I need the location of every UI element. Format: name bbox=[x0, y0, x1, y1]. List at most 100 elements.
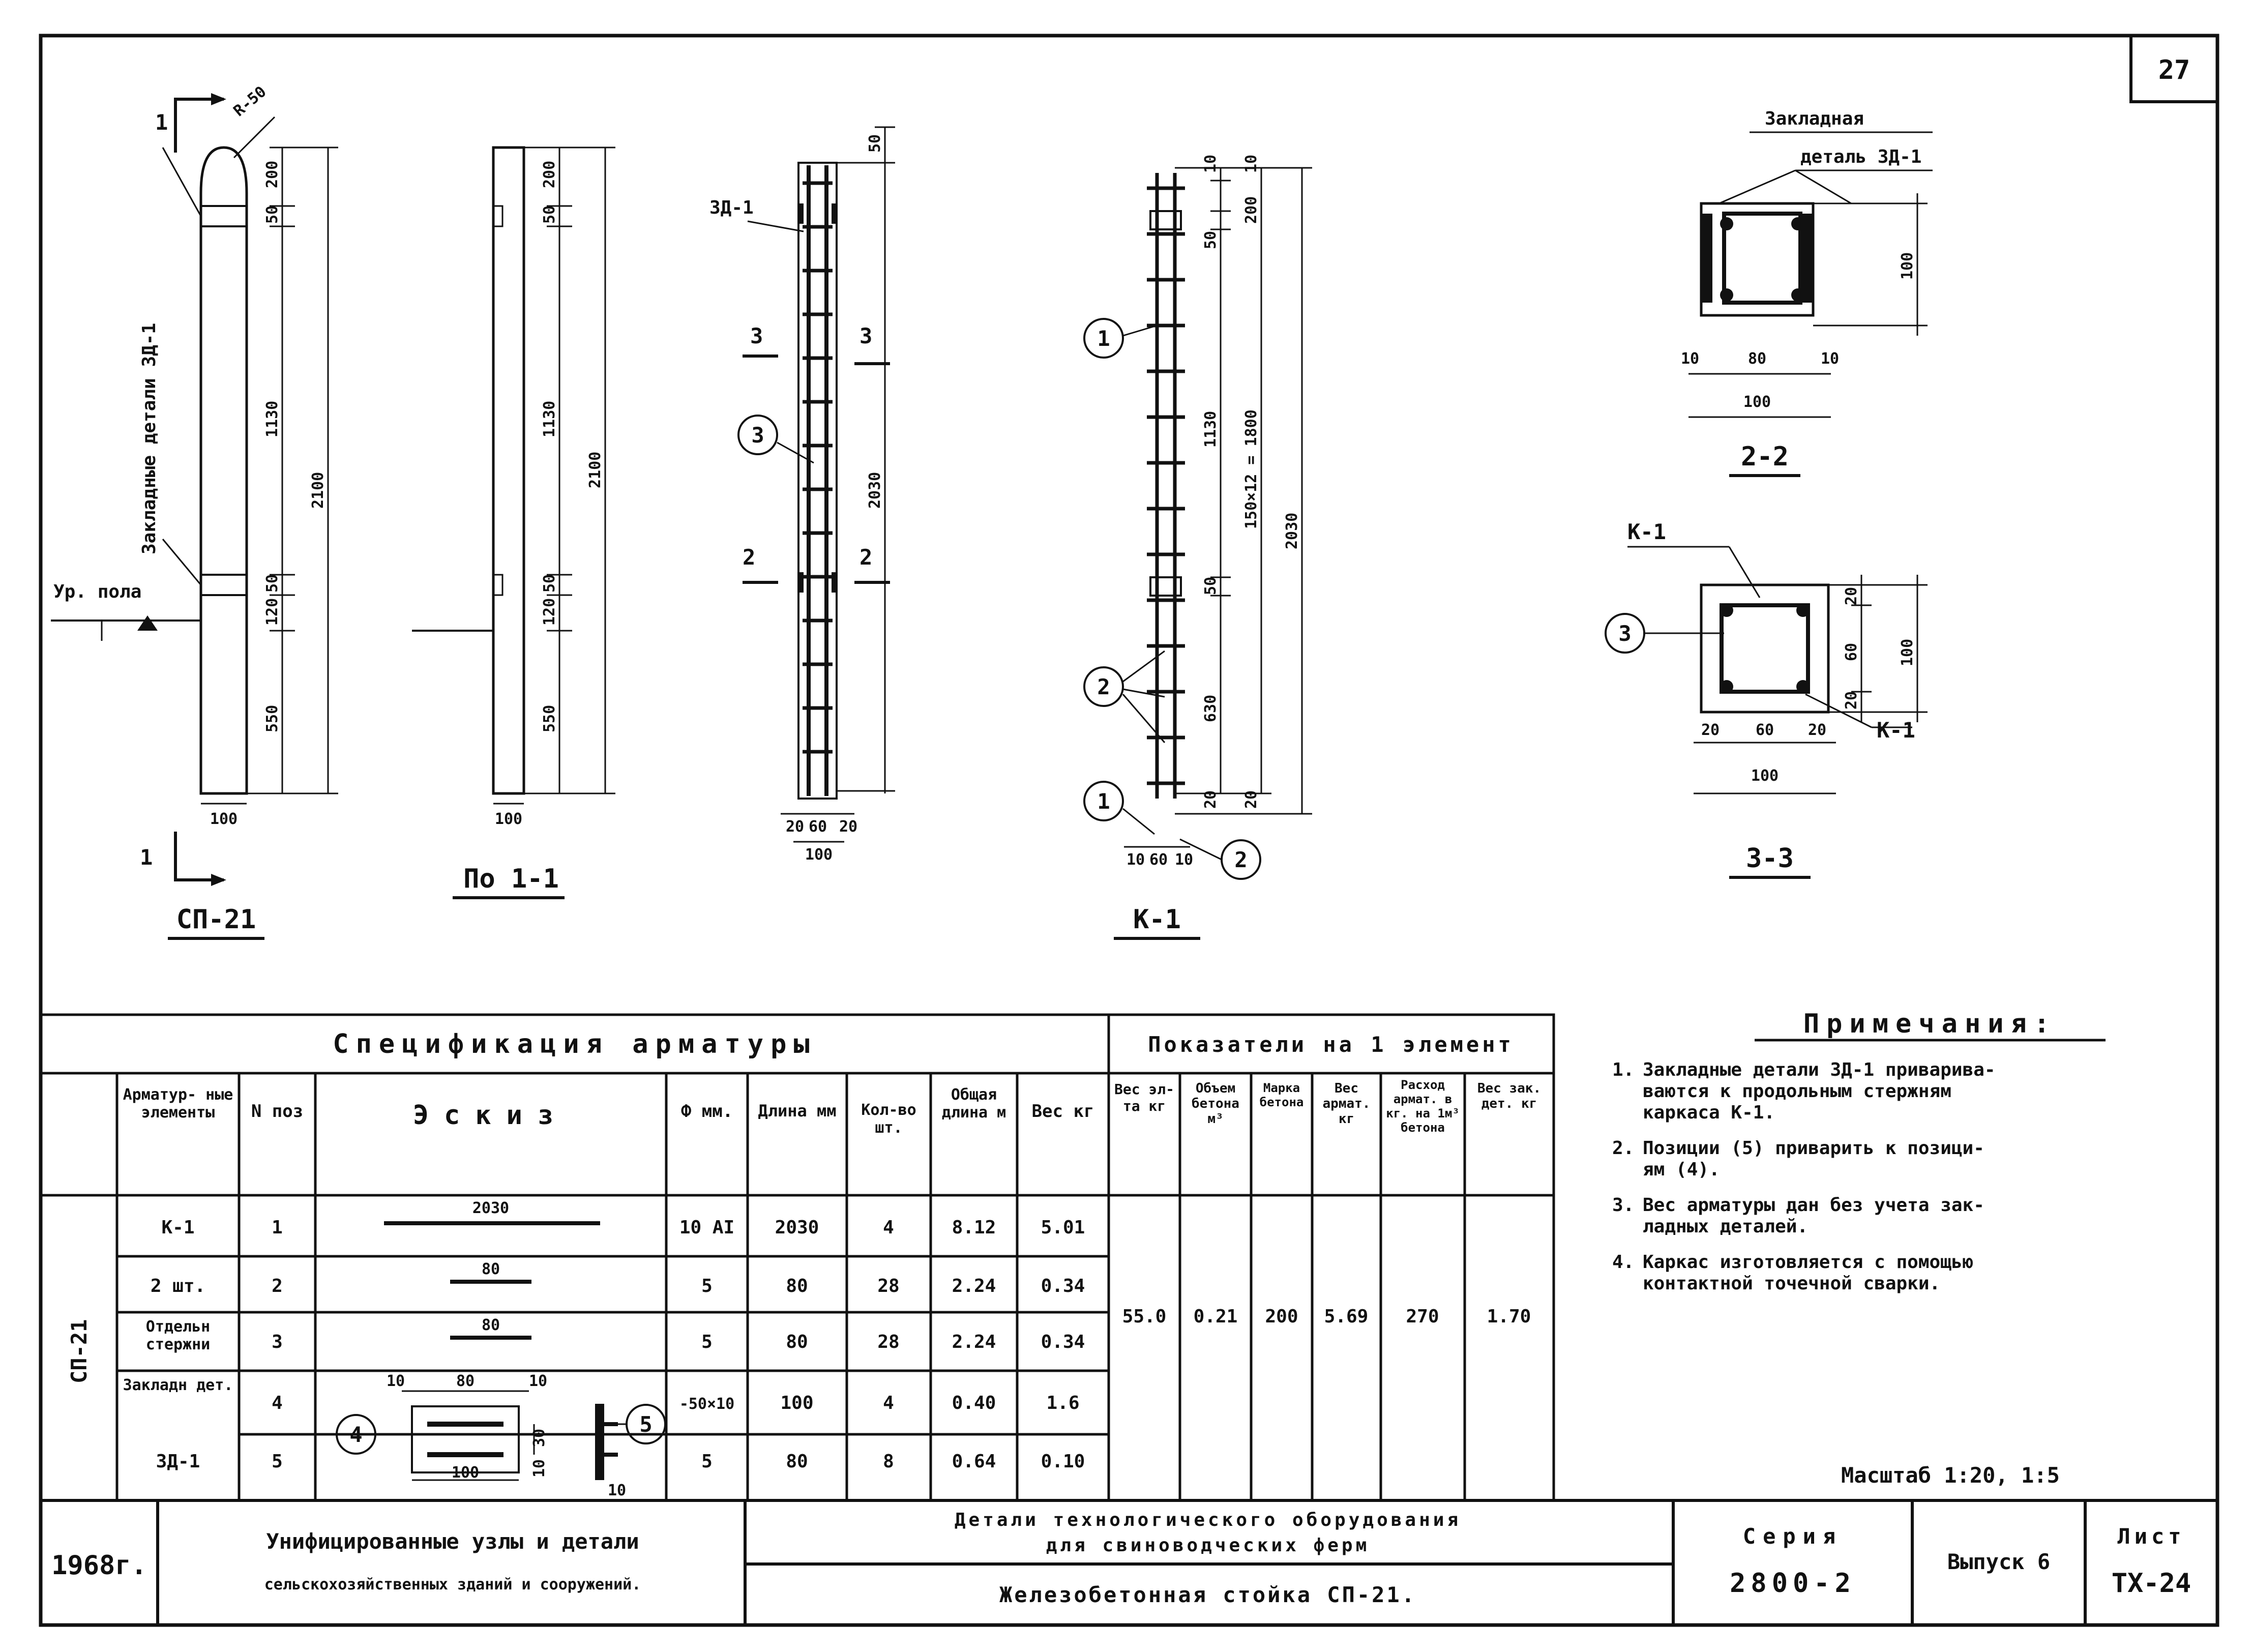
row-weight: 5.01 bbox=[1041, 1217, 1085, 1238]
row-weight: 0.10 bbox=[1041, 1451, 1085, 1472]
series-label: Серия bbox=[1743, 1524, 1843, 1549]
dim-top: 50 bbox=[866, 134, 884, 153]
k1-label: К-1 bbox=[1627, 519, 1666, 544]
dim-c10a: 10 bbox=[1202, 155, 1220, 173]
title-block bbox=[41, 1499, 2217, 1625]
section-mark-top: 1 bbox=[155, 110, 168, 135]
note-line: Закладные детали ЗД-1 приварива- bbox=[1643, 1059, 1996, 1080]
indicator-el-weight: 55.0 bbox=[1122, 1306, 1167, 1327]
dim-b20: 20 bbox=[1843, 691, 1860, 710]
row-count: 4 bbox=[883, 1217, 894, 1238]
sheet-border bbox=[39, 34, 2219, 1627]
dim-h100: 100 bbox=[1899, 639, 1916, 666]
notes-title: Примечания: bbox=[1803, 1009, 2057, 1039]
indicator-embed-weight: 1.70 bbox=[1487, 1306, 1531, 1327]
table-row: ЗД-1 5 5 80 8 0.64 0.10 bbox=[156, 1451, 1085, 1472]
callout-5-label: 5 bbox=[639, 1412, 652, 1437]
dim-1130: 1130 bbox=[541, 401, 558, 437]
indicators-title: Показатели на 1 элемент bbox=[1148, 1032, 1514, 1057]
stirrup bbox=[1722, 212, 1802, 305]
view-cage-k1: 1 2 1 2 10 10 200 50 1130 50 630 150×12 … bbox=[1083, 155, 1312, 940]
note-number: 2. bbox=[1612, 1138, 1634, 1159]
embed-detail-sketch: 10 80 10 30 10 100 10 4 5 bbox=[336, 1372, 666, 1499]
scale-label: Масштаб 1:20, 1:5 bbox=[1841, 1463, 2060, 1488]
header-length: Длина мм bbox=[758, 1101, 837, 1120]
dim-b20b: 20 bbox=[1242, 790, 1260, 809]
note-line: Позиции (5) приварить к позици- bbox=[1643, 1138, 1984, 1159]
subject-line-2: для свиноводческих ферм bbox=[1046, 1535, 1370, 1556]
dim-l10: 10 bbox=[1681, 350, 1699, 368]
row-weight: 0.34 bbox=[1041, 1332, 1085, 1352]
header-rebar-weight: Вес армат. кг bbox=[1322, 1081, 1371, 1127]
dim-r10: 10 bbox=[1821, 350, 1839, 368]
dim-width: 100 bbox=[210, 810, 238, 828]
callout-3 bbox=[737, 415, 778, 455]
dim-50b: 50 bbox=[263, 574, 281, 593]
cut-3-right: 3 bbox=[860, 323, 872, 348]
row-length: 100 bbox=[780, 1393, 813, 1413]
view-title: СП-21 bbox=[176, 904, 256, 935]
dim-200: 200 bbox=[1242, 196, 1260, 224]
sheet-label: Лист bbox=[2117, 1524, 2185, 1549]
series-value: 2800-2 bbox=[1730, 1568, 1856, 1599]
notes-list: 1.Закладные детали ЗД-1 приварива-ваются… bbox=[1612, 1059, 1996, 1294]
callout-2b-label: 2 bbox=[1234, 847, 1247, 872]
cut-3-left: 3 bbox=[750, 323, 763, 348]
section-outline bbox=[1700, 583, 1830, 714]
row-total-length: 0.40 bbox=[952, 1393, 996, 1413]
callout-2-label: 2 bbox=[1097, 674, 1110, 699]
dim-total: 2100 bbox=[586, 452, 604, 488]
callout-4-label: 4 bbox=[349, 1422, 362, 1447]
dim-50b: 50 bbox=[1202, 577, 1220, 595]
row-count: 4 bbox=[883, 1393, 894, 1413]
header-grade: Марка бетона bbox=[1259, 1081, 1304, 1109]
sketch-dim-10d: 10 bbox=[608, 1482, 626, 1499]
callout-1-label: 1 bbox=[1097, 326, 1110, 351]
dim-120: 120 bbox=[263, 598, 281, 626]
view-title: 3-3 bbox=[1746, 843, 1794, 874]
header-count: Кол-во шт. bbox=[861, 1101, 916, 1137]
dim-b1: 20 bbox=[786, 818, 804, 836]
sketch-dim-10b: 10 bbox=[529, 1372, 547, 1390]
floor-label: Ур. пола bbox=[53, 581, 141, 602]
stirrup bbox=[1720, 603, 1810, 694]
page-number-box bbox=[2129, 34, 2219, 103]
column-outline bbox=[797, 162, 838, 800]
note-line: Каркас изготовляется с помощью bbox=[1643, 1252, 1973, 1273]
dim-1130: 1130 bbox=[263, 401, 281, 437]
callout-1b bbox=[1083, 781, 1124, 821]
row-element: 2 шт. bbox=[151, 1276, 205, 1296]
sketch-dim-10c: 10 bbox=[530, 1459, 548, 1478]
sketch-dim-100: 100 bbox=[452, 1464, 479, 1482]
view-title: 2-2 bbox=[1741, 441, 1789, 472]
series-title-2: сельскохозяйственных зданий и сооружений… bbox=[264, 1576, 641, 1594]
drawing-name: Железобетонная стойка СП-21. bbox=[999, 1582, 1416, 1607]
sketch-dim-10a: 10 bbox=[387, 1372, 405, 1390]
note-line: ям (4). bbox=[1643, 1159, 1720, 1180]
row-length: 2030 bbox=[775, 1217, 819, 1238]
dim-total: 2030 bbox=[1283, 513, 1301, 549]
header-volume: Объем бетона м³ bbox=[1192, 1081, 1239, 1127]
dim-c60: 60 bbox=[1756, 721, 1774, 739]
dim-120: 120 bbox=[541, 598, 558, 626]
note-line: контактной точечной сварки. bbox=[1643, 1273, 1940, 1294]
dim-200: 200 bbox=[263, 161, 281, 188]
callout-2 bbox=[1083, 666, 1124, 707]
embed-bottom bbox=[200, 574, 248, 596]
tie-group bbox=[803, 181, 833, 754]
row-sketch-label: 2030 bbox=[472, 1199, 509, 1217]
row-total-length: 0.64 bbox=[952, 1451, 996, 1472]
dim-c10b: 10 bbox=[1242, 155, 1260, 173]
dim-b3: 20 bbox=[839, 818, 857, 836]
header-usage: Расход армат. в кг. на 1м³ бетона bbox=[1386, 1078, 1460, 1135]
view-section-1-1: 200 50 1130 50 120 550 2100 100 По 1-1 bbox=[412, 146, 615, 899]
embed-top bbox=[200, 205, 248, 227]
callout-3-label: 3 bbox=[1618, 621, 1631, 646]
row-count: 8 bbox=[883, 1451, 894, 1472]
row-pos: 4 bbox=[272, 1393, 283, 1413]
page-number: 27 bbox=[2158, 55, 2190, 85]
spec-title: Спецификация арматуры bbox=[333, 1029, 816, 1059]
note-line: Вес арматуры дан без учета зак- bbox=[1643, 1195, 1984, 1216]
dim-total: 100 bbox=[1751, 767, 1779, 785]
